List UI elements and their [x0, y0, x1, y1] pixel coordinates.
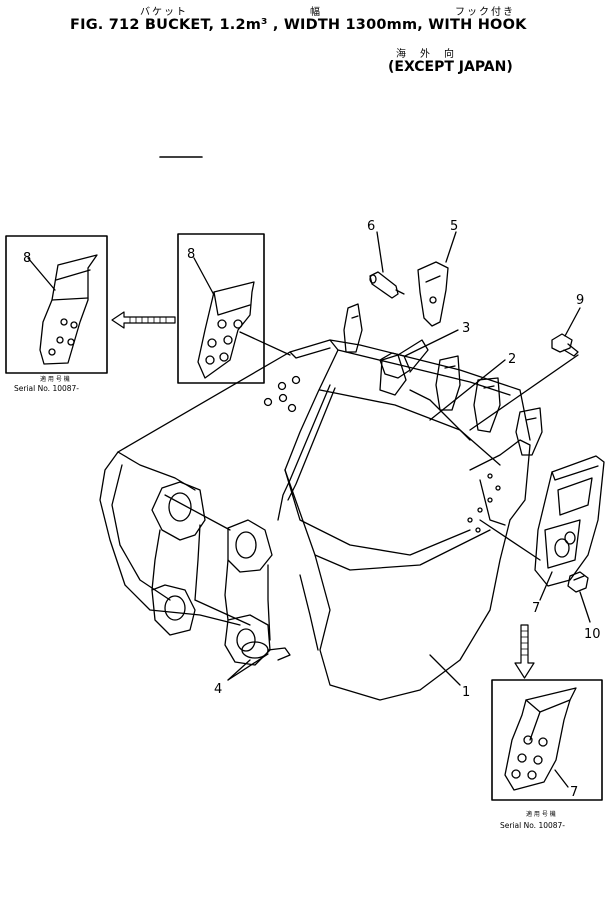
left-arrow [111, 311, 176, 329]
kana-bucket: バケット [140, 7, 188, 18]
callout-8-left: 8 [23, 251, 31, 266]
callout-5: 5 [450, 219, 458, 234]
down-arrow [514, 624, 535, 679]
left-inset-jp-label: 適 用 号 機 [40, 375, 70, 383]
callout-8-mid: 8 [187, 247, 195, 262]
kana-overseas: 海 外 向 [396, 49, 456, 60]
tooth-part-5 [417, 261, 449, 327]
callout-9: 9 [576, 293, 584, 308]
adapter-part-3 [379, 352, 411, 379]
left-inset-serial: Serial No. 10087- [14, 384, 79, 393]
callout-1: 1 [462, 685, 470, 700]
figure-header: バケット 幅 フック付き FIG. 712 BUCKET, 1.2m³ , WI… [0, 0, 612, 80]
right-inset-box [491, 679, 603, 801]
figure-subtitle: (EXCEPT JAPAN) [388, 59, 513, 75]
bucket-body [99, 339, 531, 701]
left-inset-box [5, 235, 108, 374]
kana-width: 幅 [310, 7, 322, 18]
pin-part-6 [369, 271, 405, 299]
callout-3: 3 [462, 321, 470, 336]
callout-7-inset: 7 [570, 785, 578, 800]
right-inset-jp-label: 適 用 号 機 [526, 810, 556, 818]
bolt-part-9 [551, 333, 579, 357]
callout-4: 4 [214, 682, 222, 697]
mid-inset-box [177, 233, 291, 384]
nut-part-10 [567, 571, 589, 593]
right-inset-serial: Serial No. 10087- [500, 821, 565, 830]
teeth-row [343, 303, 543, 456]
callout-2: 2 [508, 352, 516, 367]
callout-7-main: 7 [532, 601, 540, 616]
figure-title: FIG. 712 BUCKET, 1.2m³ , WIDTH 1300mm, W… [70, 17, 527, 33]
kana-hook: フック付き [455, 7, 515, 18]
callout-10: 10 [584, 627, 601, 642]
side-cutter-part-7 [534, 455, 605, 587]
callout-6: 6 [367, 219, 375, 234]
